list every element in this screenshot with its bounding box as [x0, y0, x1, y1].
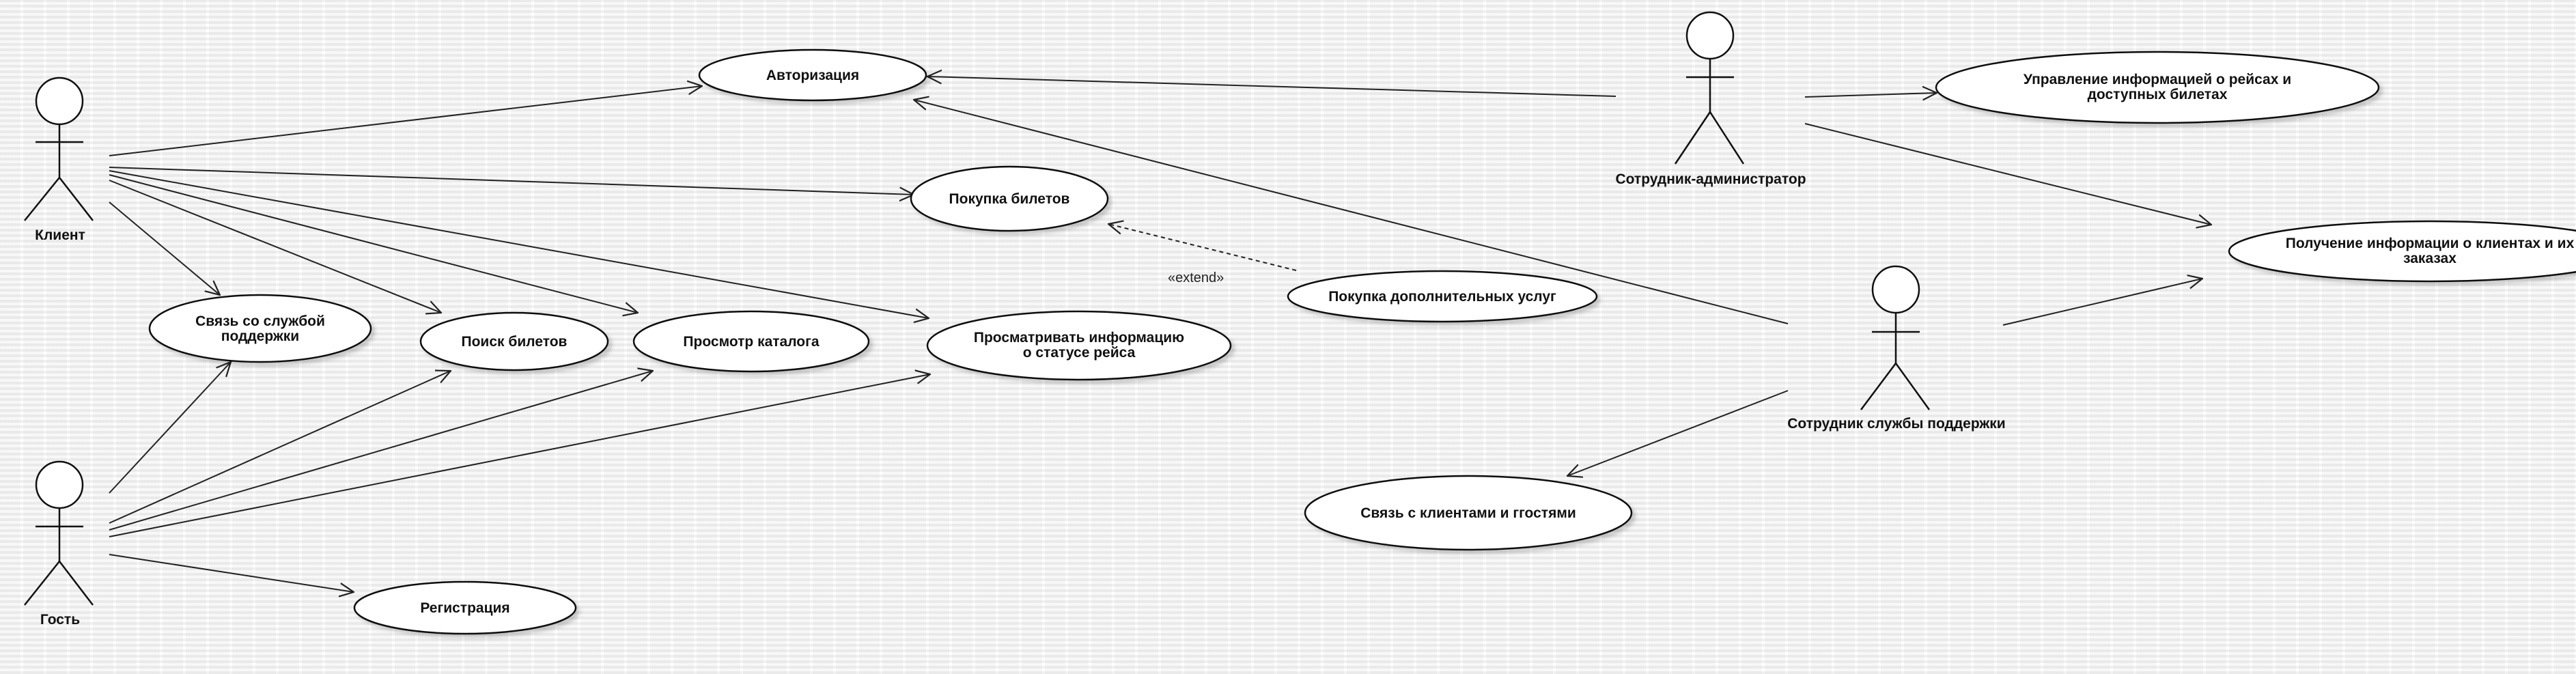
usecase-auth[interactable]: Авторизация: [698, 48, 927, 102]
usecase-contact-support[interactable]: Связь со службой поддержки: [148, 294, 372, 363]
usecase-buy-tickets[interactable]: Покупка билетов: [910, 165, 1109, 232]
stick-figure-icon: [1860, 265, 1931, 410]
actor-support-label: Сотрудник службы поддержки: [1787, 416, 2005, 432]
actor-client-label: Клиент: [35, 227, 85, 243]
stick-figure-icon: [24, 76, 94, 221]
svg-text:доступных билетах: доступных билетах: [2088, 87, 2228, 102]
assoc-guest-flight-status: [109, 374, 930, 537]
actor-support[interactable]: Сотрудник службы поддержки: [1787, 265, 2006, 432]
svg-text:Покупка билетов: Покупка билетов: [949, 191, 1070, 207]
svg-text:Авторизация: Авторизация: [766, 68, 859, 83]
assoc-admin-manage-flights: [1804, 93, 1937, 97]
svg-text:Регистрация: Регистрация: [420, 600, 509, 616]
assoc-client-catalog: [109, 174, 638, 313]
assoc-guest-registration: [109, 554, 354, 592]
assoc-client-auth: [109, 86, 702, 156]
svg-text:Получение информации о клиента: Получение информации о клиентах и их: [2286, 236, 2575, 251]
assoc-support-client-info: [2002, 279, 2202, 326]
usecase-manage-flights[interactable]: Управление информацией о рейсах и доступ…: [1935, 51, 2380, 124]
actor-admin-label: Сотрудник-администратор: [1615, 171, 1806, 187]
use-cases: Авторизация Покупка билетов Связь со слу…: [148, 48, 2576, 635]
usecase-flight-status[interactable]: Просматривать информацию о статусе рейса: [926, 310, 1232, 381]
assoc-support-auth: [914, 100, 1789, 324]
svg-text:заказах: заказах: [2403, 251, 2456, 266]
usecase-view-catalog[interactable]: Просмотр каталога: [632, 310, 870, 373]
stick-figure-icon: [24, 460, 94, 606]
usecase-extra-services[interactable]: Покупка дополнительных услуг: [1287, 270, 1598, 323]
assoc-client-search: [109, 180, 441, 313]
svg-text:Просматривать информацию: Просматривать информацию: [974, 330, 1184, 346]
usecase-search-tickets[interactable]: Поиск билетов: [419, 311, 609, 371]
actor-guest-label: Гость: [40, 612, 80, 628]
assoc-client-buy: [109, 167, 914, 195]
assoc-guest-contact-support: [109, 362, 231, 494]
svg-text:Просмотр каталога: Просмотр каталога: [683, 334, 819, 350]
assoc-guest-catalog: [109, 371, 653, 531]
associations: «extend»: [109, 76, 2211, 592]
svg-text:поддержки: поддержки: [221, 328, 299, 344]
usecase-registration[interactable]: Регистрация: [353, 580, 577, 635]
assoc-client-flight-status: [109, 170, 929, 318]
svg-text:о статусе рейса: о статусе рейса: [1023, 345, 1136, 361]
svg-text:Связь со службой: Связь со службой: [195, 313, 325, 329]
extend-label: «extend»: [1168, 270, 1224, 285]
svg-text:Связь с клиентами и ггостями: Связь с клиентами и ггостями: [1360, 505, 1576, 521]
usecase-contact-clients[interactable]: Связь с клиентами и ггостями: [1304, 475, 1633, 551]
actor-client[interactable]: Клиент: [24, 76, 94, 243]
svg-text:Поиск билетов: Поиск билетов: [462, 334, 568, 350]
actor-guest[interactable]: Гость: [24, 460, 94, 628]
assoc-admin-auth: [927, 76, 1616, 97]
actor-admin[interactable]: Сотрудник-администратор: [1615, 11, 1806, 187]
usecase-client-info[interactable]: Получение информации о клиентах и их зак…: [2228, 220, 2576, 283]
svg-text:Управление информацией о рейса: Управление информацией о рейсах и: [2024, 72, 2291, 87]
assoc-admin-client-info: [1804, 123, 2211, 225]
svg-text:Покупка дополнительных услуг: Покупка дополнительных услуг: [1328, 289, 1556, 305]
assoc-support-contact-clients: [1567, 390, 1789, 476]
assoc-guest-search: [109, 371, 451, 524]
assoc-client-contact-support: [109, 201, 220, 295]
extend-arrow: [1108, 224, 1297, 271]
stick-figure-icon: [1674, 11, 1745, 165]
